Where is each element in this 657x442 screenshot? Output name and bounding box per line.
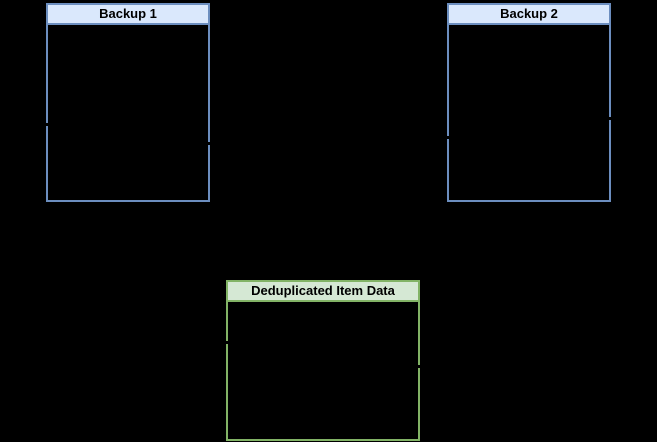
connector-stub-backup1-left [43, 123, 51, 126]
deduplicated-item-data-title: Deduplicated Item Data [228, 282, 418, 302]
connector-stub-backup1-right [205, 142, 213, 145]
backup-1-box: Backup 1 [46, 3, 210, 202]
deduplicated-item-data-box: Deduplicated Item Data [226, 280, 420, 441]
connector-stub-backup2-left [444, 136, 452, 139]
backup-1-title: Backup 1 [48, 5, 208, 25]
backup-2-box: Backup 2 [447, 3, 611, 202]
connector-stub-backup2-right [606, 117, 614, 120]
connector-stub-dedup-left [223, 341, 231, 344]
backup-2-title: Backup 2 [449, 5, 609, 25]
connector-stub-dedup-right [415, 365, 423, 368]
